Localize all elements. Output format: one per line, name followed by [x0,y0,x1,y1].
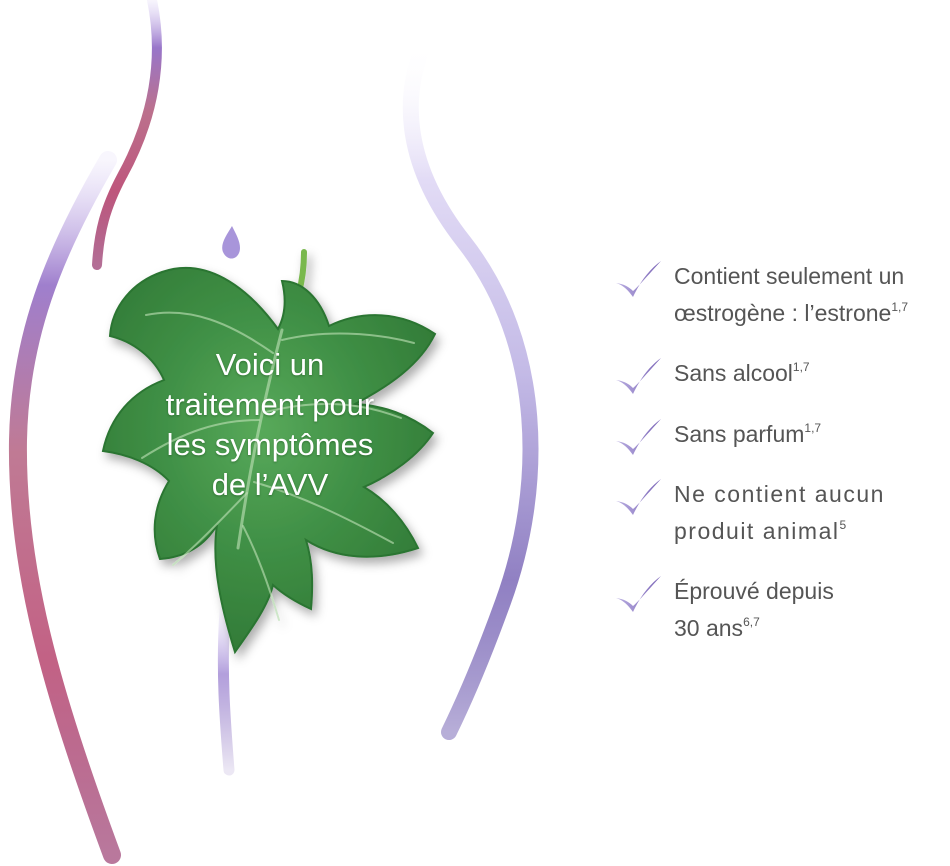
benefit-line: Ne contient aucun [674,476,946,513]
droplet-icon [222,226,240,259]
benefit-line-text: 30 ans [674,615,744,641]
leaf-message-line: Voici un [215,347,325,382]
fig-leaf-shape [101,267,437,655]
fig-leaf-icon [101,249,437,655]
benefit-line: Éprouvé depuis [674,573,946,610]
body-right-outline [402,34,539,740]
benefit-line-text: Sans alcool [674,360,793,386]
check-icon [616,479,661,515]
leaf-vein-left-lower [141,419,260,459]
benefit-line: produit animal5 [674,513,946,550]
benefit-line: 30 ans6,7 [674,610,946,647]
benefit-line: œstrogène : l’estrone1,7 [674,295,946,332]
reference-superscript: 6,7 [743,615,760,629]
body-left-upper-outline [92,0,162,270]
body-left-outline [8,151,121,864]
leaf-vein-left-upper [145,311,274,354]
body-center-lower-line [217,604,235,776]
benefit-line: Sans parfum1,7 [674,416,946,453]
benefit-text: Contient seulement un œstrogène : l’estr… [674,258,946,332]
reference-superscript: 5 [839,518,847,532]
reference-superscript: 1,7 [891,300,909,314]
benefit-text: Ne contient aucun produit animal5 [674,476,946,550]
benefit-text: Sans parfum1,7 [674,416,946,453]
benefit-line-text: œstrogène : l’estrone [674,300,892,326]
benefit-line: Sans alcool1,7 [674,355,946,392]
check-icon [616,358,661,394]
leaf-main-vein [236,328,284,550]
check-icon [616,261,661,297]
reference-superscript: 1,7 [804,421,822,435]
check-icon [616,576,661,612]
benefit-line: Contient seulement un [674,258,946,295]
benefit-line-text: Éprouvé depuis [674,578,834,604]
leaf-message-line: traitement pour [165,387,375,422]
benefit-text: Éprouvé depuis 30 ans6,7 [674,573,946,647]
leaf-vein-bottom-left [172,492,248,566]
leaf-vein-right-lower [253,481,394,544]
leaf-vein-right-middle [265,402,402,419]
check-icon [616,419,661,455]
leaf-vein-bottom-center [242,525,280,621]
leaf-message-line: de l’AVV [211,467,329,502]
benefit-line-text: produit animal [674,518,840,544]
reference-superscript: 1,7 [792,360,810,374]
benefit-line-text: Ne contient aucun [674,481,885,507]
leaf-message-line: les symptômes [166,427,374,462]
leaf-message: Voici un traitement pour les symptômes d… [120,345,420,505]
benefit-line-text: Contient seulement un [674,263,905,289]
benefit-line-text: Sans parfum [674,421,805,447]
leaf-vein-right-upper [281,332,415,344]
benefit-text: Sans alcool1,7 [674,355,946,392]
leaf-veins [141,311,415,621]
